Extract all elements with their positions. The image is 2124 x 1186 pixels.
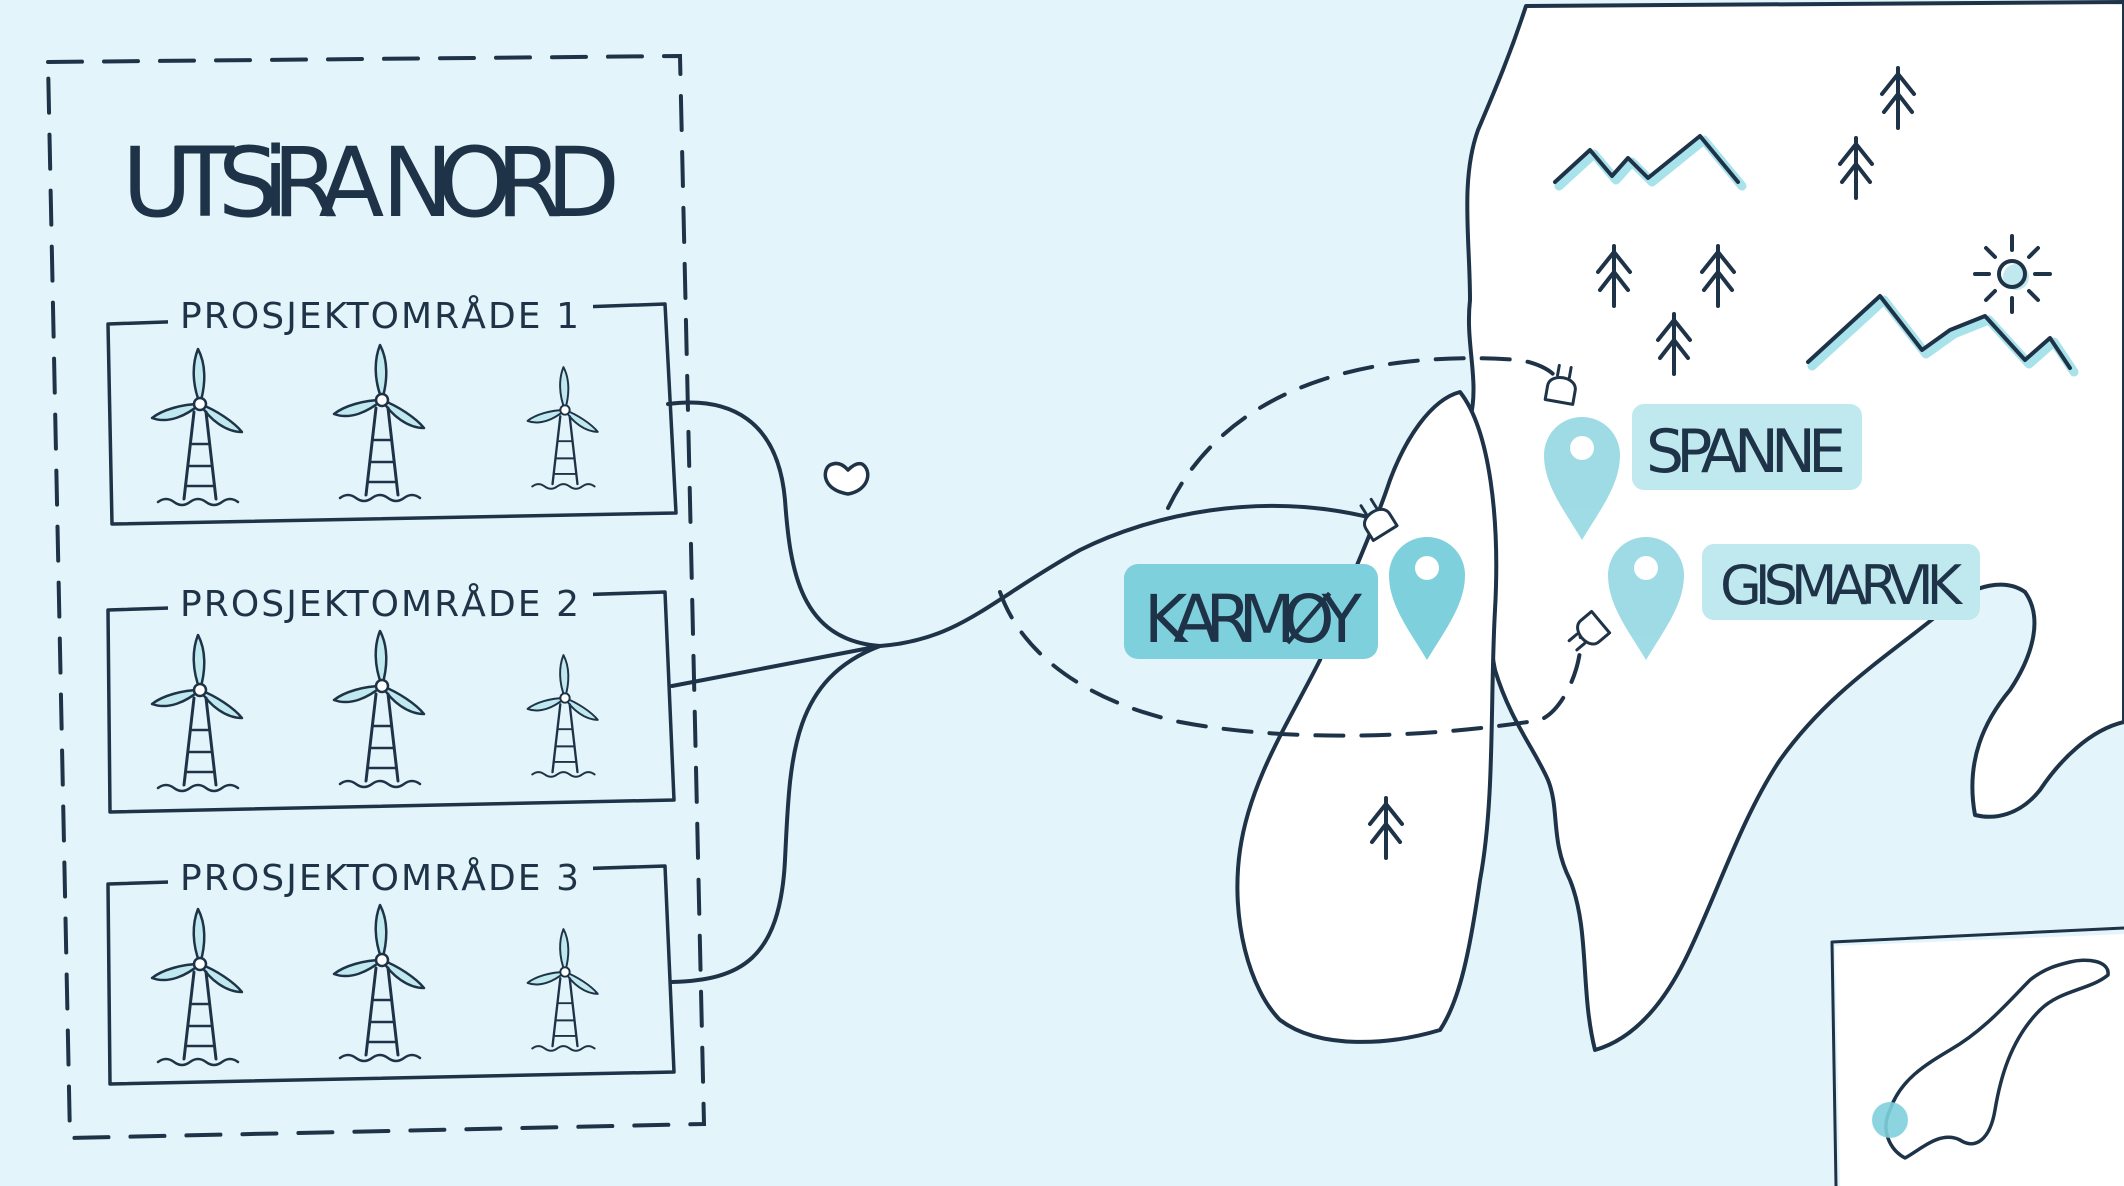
wind-turbine-icon [332, 629, 426, 789]
export-cables [666, 400, 1374, 984]
location-karmoy: KARMØY [1124, 537, 1465, 660]
spanne-label-bg [1632, 404, 1862, 490]
gismarvik-label: GISMARVIK [1720, 554, 1964, 617]
mainland [1465, 0, 2124, 1052]
utsira-nord-title: UTSiRA NORD [122, 127, 622, 239]
norway-inset-map [1830, 926, 2124, 1186]
project-area-3-label: PROSJEKTOMRÅDE 3 [180, 856, 580, 899]
wind-turbine-icon [526, 927, 599, 1052]
spanne-label: SPANNE [1646, 417, 1846, 487]
wind-turbine-icon [332, 903, 426, 1063]
utsira-nord-area: UTSiRA NORD [45, 53, 707, 1141]
project-area-1: PROSJEKTOMRÅDE 1 [106, 288, 678, 526]
project-area-2-label: PROSJEKTOMRÅDE 2 [180, 582, 580, 625]
wind-turbine-icon [332, 343, 426, 503]
wind-turbine-icon [150, 633, 244, 793]
project-area-1-label: PROSJEKTOMRÅDE 1 [180, 294, 580, 337]
karmoy-island [1235, 390, 1499, 1044]
location-spanne: SPANNE [1544, 404, 1862, 540]
wind-turbine-icon [150, 347, 244, 507]
wind-turbine-icon [526, 365, 599, 490]
wind-turbine-icon [150, 907, 244, 1067]
sun-icon [1973, 234, 2052, 314]
utsira-location-marker [1872, 1102, 1908, 1138]
planned-cables-dashed [998, 356, 1583, 738]
project-area-3: PROSJEKTOMRÅDE 3 [106, 852, 676, 1086]
location-gismarvik: GISMARVIK [1608, 537, 1980, 660]
mountains-icon [1553, 134, 2079, 377]
wind-turbine-icon [526, 653, 599, 778]
heart-icon [823, 461, 870, 496]
karmoy-label: KARMØY [1144, 581, 1363, 658]
project-area-2: PROSJEKTOMRÅDE 2 [106, 576, 676, 814]
gismarvik-label-bg [1702, 544, 1980, 620]
karmoy-label-bg [1124, 564, 1378, 659]
